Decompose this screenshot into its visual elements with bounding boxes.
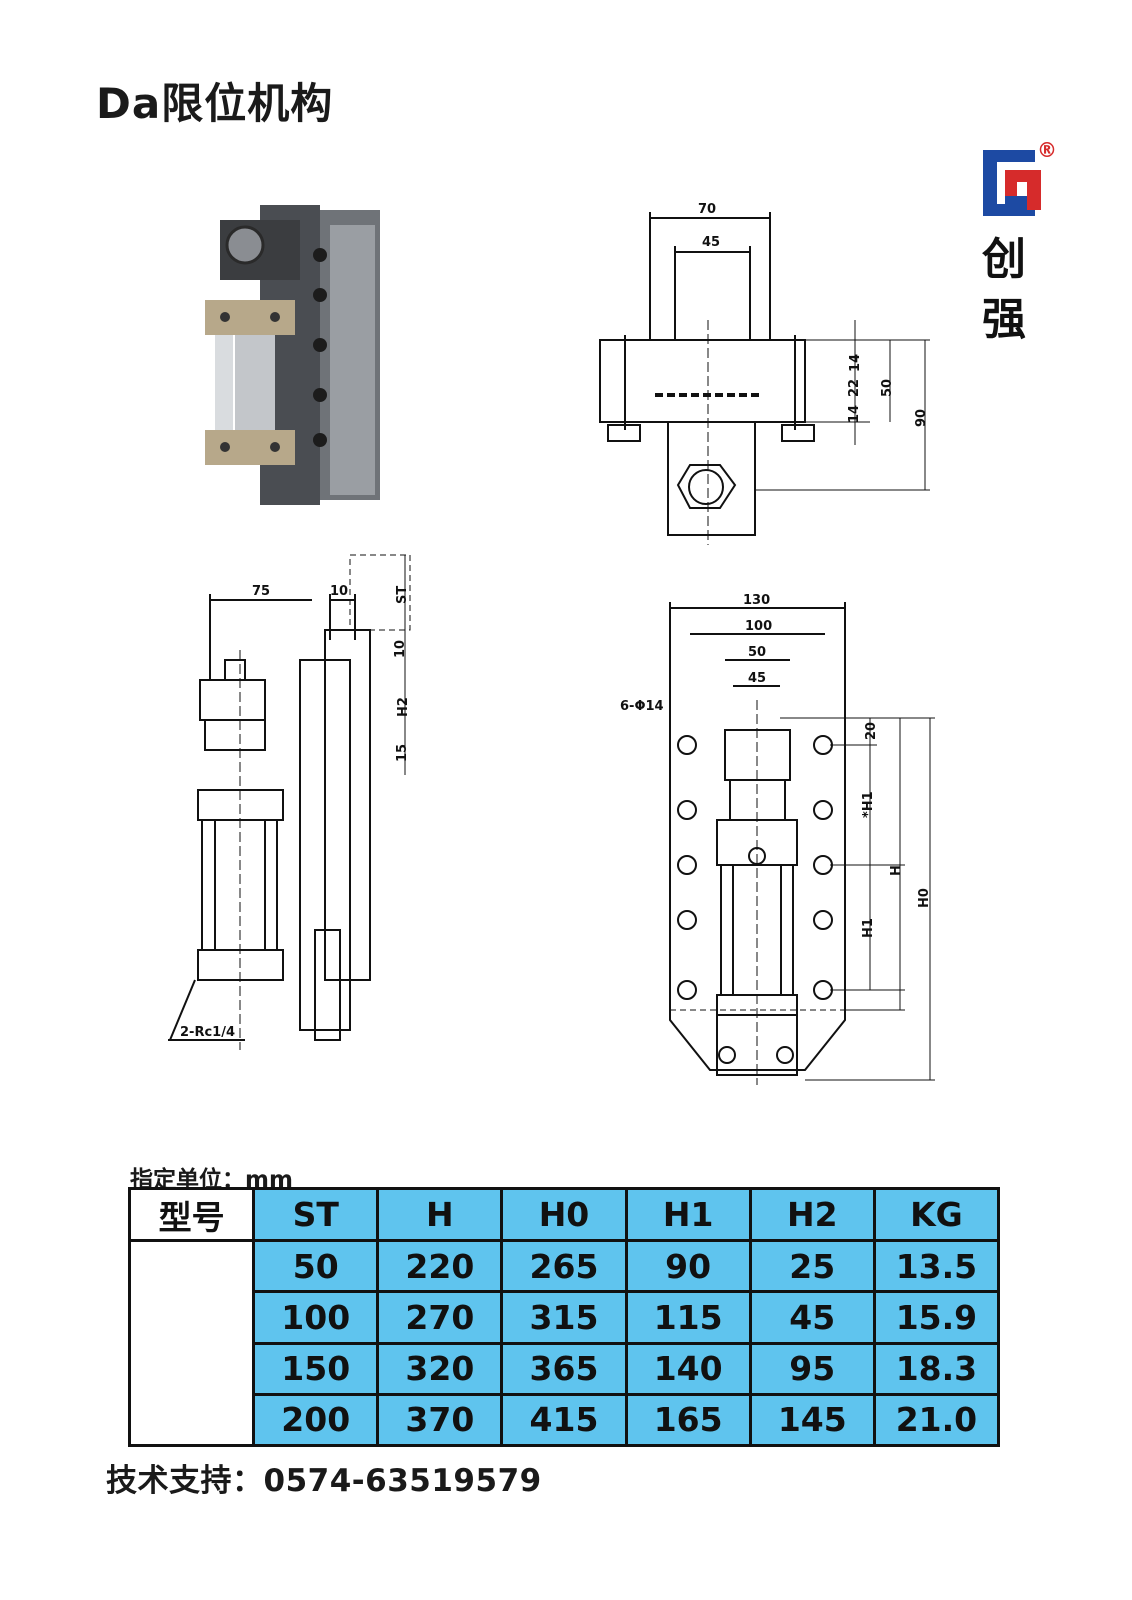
dim-50-top: 50 xyxy=(880,379,895,397)
table-cell: 150 xyxy=(252,1341,380,1396)
table-cell: 265 xyxy=(500,1238,628,1294)
table-cell: 25 xyxy=(748,1238,876,1294)
support-phone: 技术支持：0574-63519579 xyxy=(106,1463,542,1499)
dim-holes: 6-Φ14 xyxy=(620,699,664,714)
table-row: 150 320 365 140 95 18.3 xyxy=(130,1341,1001,1396)
dim-45-top: 45 xyxy=(702,235,720,250)
dim-h: H xyxy=(889,865,904,876)
header-h: H xyxy=(376,1187,504,1242)
dim-22: 22 xyxy=(847,379,862,397)
header-kg: KG xyxy=(872,1187,1001,1242)
table-cell: 220 xyxy=(376,1238,504,1294)
dim-10-side-b: 10 xyxy=(393,640,408,658)
table-cell: 165 xyxy=(624,1392,752,1448)
dim-port: 2-Rc1/4 xyxy=(180,1025,235,1040)
dim-75: 75 xyxy=(252,584,270,599)
dim-h0: H0 xyxy=(917,888,932,908)
dim-h1-star: *H1 xyxy=(861,791,876,818)
table-cell: 100 xyxy=(252,1290,380,1345)
model-cell xyxy=(127,1239,256,1447)
table-cell: 365 xyxy=(500,1341,628,1396)
dim-50-front: 50 xyxy=(748,645,766,660)
table-header-row: 型号 ST H H0 H1 H2 KG xyxy=(127,1187,1001,1242)
table-cell: 145 xyxy=(748,1392,876,1448)
dim-14b: 14 xyxy=(847,405,862,423)
table-cell: 270 xyxy=(376,1290,504,1345)
dim-20: 20 xyxy=(864,722,879,740)
header-h0: H0 xyxy=(500,1187,628,1242)
header-st: ST xyxy=(252,1187,380,1242)
table-cell: 115 xyxy=(624,1290,752,1345)
dim-100: 100 xyxy=(745,619,772,634)
dim-15: 15 xyxy=(395,744,410,762)
table-cell: 45 xyxy=(748,1290,876,1345)
dim-st: ST xyxy=(395,586,410,604)
header-h1: H1 xyxy=(624,1187,752,1242)
page-title: Da限位机构 xyxy=(96,79,334,128)
brand-char-1: 创 xyxy=(982,234,1026,285)
header-h2: H2 xyxy=(748,1187,876,1242)
dim-45-front: 45 xyxy=(748,671,766,686)
spec-table: 型号 ST H H0 H1 H2 KG 50 220 265 90 25 13.… xyxy=(127,1187,1001,1448)
dim-h1: H1 xyxy=(861,918,876,938)
dim-90: 90 xyxy=(914,409,929,427)
table-row: 200 370 415 165 145 21.0 xyxy=(130,1392,1001,1448)
table-cell: 415 xyxy=(500,1392,628,1448)
product-photo xyxy=(180,185,390,515)
table-cell: 320 xyxy=(376,1341,504,1396)
logo-mark-icon xyxy=(983,150,1041,216)
top-view-drawing: 70 45 14 22 14 50 90 xyxy=(590,190,950,550)
registered-mark: ® xyxy=(1037,138,1057,162)
table-cell: 95 xyxy=(748,1341,876,1396)
table-cell: 90 xyxy=(624,1238,752,1294)
table-cell: 315 xyxy=(500,1290,628,1345)
brand-logo: ® 创 强 xyxy=(975,138,1085,350)
table-cell: 370 xyxy=(376,1392,504,1448)
table-row: 50 220 265 90 25 13.5 xyxy=(127,1238,1001,1447)
table-cell: 21.0 xyxy=(872,1392,1001,1448)
front-view-drawing: 130 100 50 45 6-Φ14 20 *H1 H H0 xyxy=(615,590,945,1090)
header-model: 型号 xyxy=(127,1187,256,1242)
table-cell: 18.3 xyxy=(872,1341,1001,1396)
table-cell: 50 xyxy=(252,1238,380,1294)
side-view-drawing: 75 10 ST 10 H2 15 2-Rc1/4 xyxy=(160,550,430,1050)
dim-130: 130 xyxy=(743,593,770,608)
dim-10-side: 10 xyxy=(330,584,348,599)
table-cell: 13.5 xyxy=(872,1238,1001,1294)
dim-h2: H2 xyxy=(396,697,411,717)
dim-70: 70 xyxy=(698,202,716,217)
table-cell: 200 xyxy=(252,1392,380,1448)
table-cell: 140 xyxy=(624,1341,752,1396)
brand-char-2: 强 xyxy=(982,294,1026,345)
dim-14a: 14 xyxy=(848,354,863,372)
table-cell: 15.9 xyxy=(872,1290,1001,1345)
table-row: 100 270 315 115 45 15.9 xyxy=(130,1290,1001,1345)
